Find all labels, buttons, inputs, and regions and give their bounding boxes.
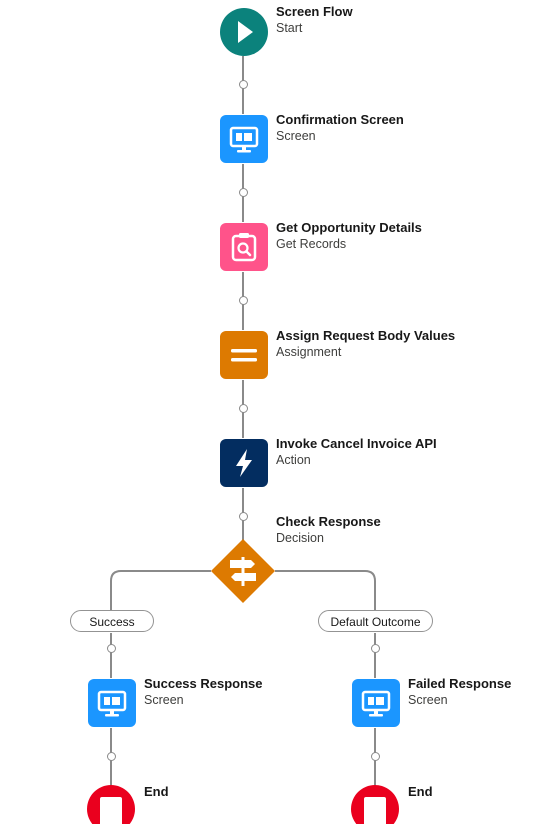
start-play-icon <box>220 8 268 56</box>
start-title: Screen Flow <box>276 4 353 19</box>
node-title: Assign Request Body Values <box>276 328 456 343</box>
connector-circle[interactable] <box>371 752 380 761</box>
node-title: Invoke Cancel Invoice API <box>276 436 437 451</box>
node-icon-box <box>220 439 268 487</box>
node-icon-box <box>220 331 268 379</box>
node-subtitle: Get Records <box>276 237 347 251</box>
node-icon-box <box>220 115 268 163</box>
record-lookup-icon <box>231 233 257 262</box>
connector-circle[interactable] <box>239 512 248 521</box>
connector-circle[interactable] <box>239 404 248 413</box>
connector-circle[interactable] <box>107 644 116 653</box>
decision-title: Check Response <box>276 514 381 529</box>
assignment-icon <box>231 349 257 362</box>
connector-circle[interactable] <box>107 752 116 761</box>
connector-circle[interactable] <box>239 188 248 197</box>
node-title: Confirmation Screen <box>276 112 404 127</box>
node-title: Failed Response <box>408 676 512 691</box>
node-icon-box <box>88 679 136 727</box>
node-icon-box <box>352 679 400 727</box>
node-title: Get Opportunity Details <box>276 220 422 235</box>
connector-circle[interactable] <box>239 296 248 305</box>
end-title: End <box>408 784 433 799</box>
node-subtitle: Screen <box>144 693 184 707</box>
decision-subtitle: Decision <box>276 531 324 545</box>
node-subtitle: Assignment <box>276 345 342 359</box>
end-title: End <box>144 784 169 799</box>
screen-icon <box>361 690 391 717</box>
decision-icon <box>211 539 275 603</box>
branch-label-success[interactable]: Success <box>70 610 154 632</box>
node-subtitle: Screen <box>276 129 316 143</box>
action-lightning-icon <box>236 449 252 477</box>
node-subtitle: Action <box>276 453 311 467</box>
branch-label-default-outcome[interactable]: Default Outcome <box>318 610 433 632</box>
connector-circle[interactable] <box>371 644 380 653</box>
end-stop-icon <box>351 785 399 824</box>
connector-circle[interactable] <box>239 80 248 89</box>
screen-icon <box>97 690 127 717</box>
node-title: Success Response <box>144 676 263 691</box>
start-subtitle: Start <box>276 21 303 35</box>
end-stop-icon <box>87 785 135 824</box>
node-subtitle: Screen <box>408 693 448 707</box>
screen-icon <box>229 126 259 153</box>
node-icon-box <box>220 223 268 271</box>
